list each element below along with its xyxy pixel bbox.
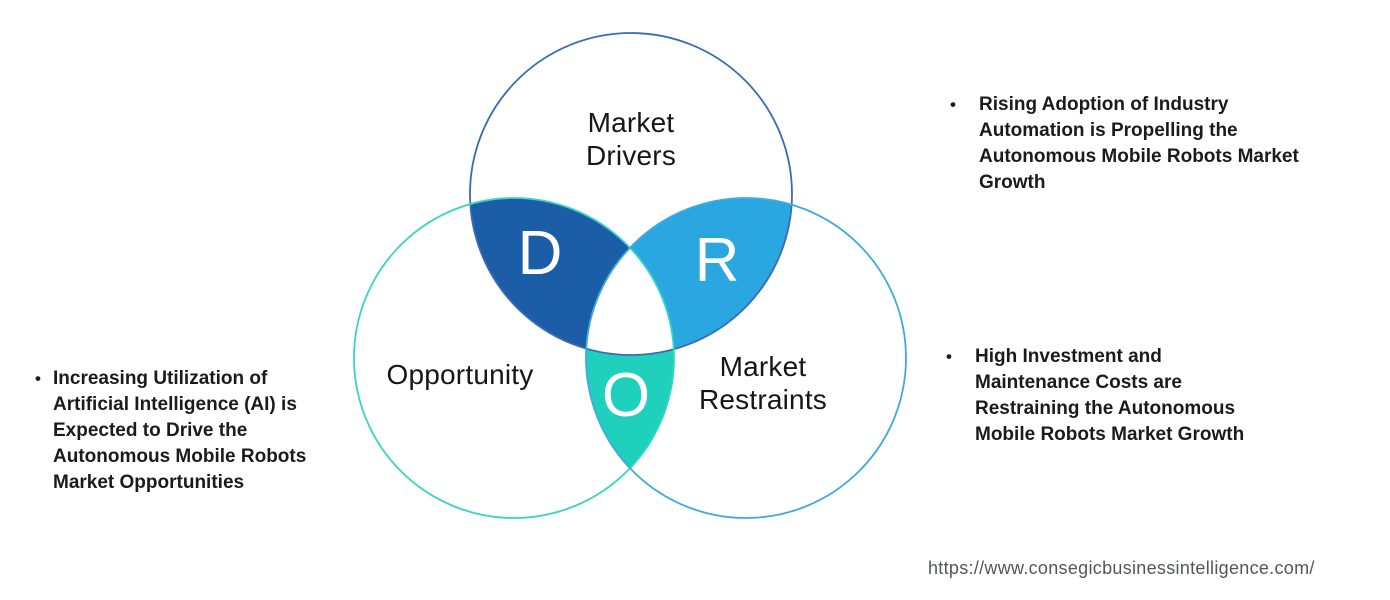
- driver-bullet-text: Rising Adoption of Industry Automation i…: [979, 94, 1299, 193]
- market-restraints-circle: [585, 197, 907, 519]
- bullet-dot-icon: •: [35, 369, 41, 388]
- opportunity-label: Opportunity: [386, 359, 534, 390]
- restraint-bullet: • High Investment and Maintenance Costs …: [946, 344, 1356, 448]
- restraints-letter: R: [694, 226, 740, 295]
- driver-bullet: • Rising Adoption of Industry Automation…: [950, 92, 1370, 196]
- footer-url: https://www.consegicbusinessintelligence…: [928, 558, 1315, 578]
- market-restraints-label: Market Restraints: [698, 351, 828, 415]
- opportunity-letter: O: [601, 361, 651, 430]
- market-drivers-label: Market Drivers: [585, 107, 677, 171]
- opportunity-bullet: • Increasing Utilization of Artificial I…: [35, 366, 350, 496]
- restraint-bullet-text: High Investment and Maintenance Costs ar…: [975, 346, 1245, 445]
- bullet-dot-icon: •: [950, 95, 956, 114]
- bullet-dot-icon: •: [946, 347, 952, 366]
- drivers-letter: D: [517, 219, 563, 288]
- market-drivers-circle: [469, 32, 793, 356]
- opportunity-circle: [353, 197, 675, 519]
- opportunity-bullet-text: Increasing Utilization of Artificial Int…: [53, 368, 307, 493]
